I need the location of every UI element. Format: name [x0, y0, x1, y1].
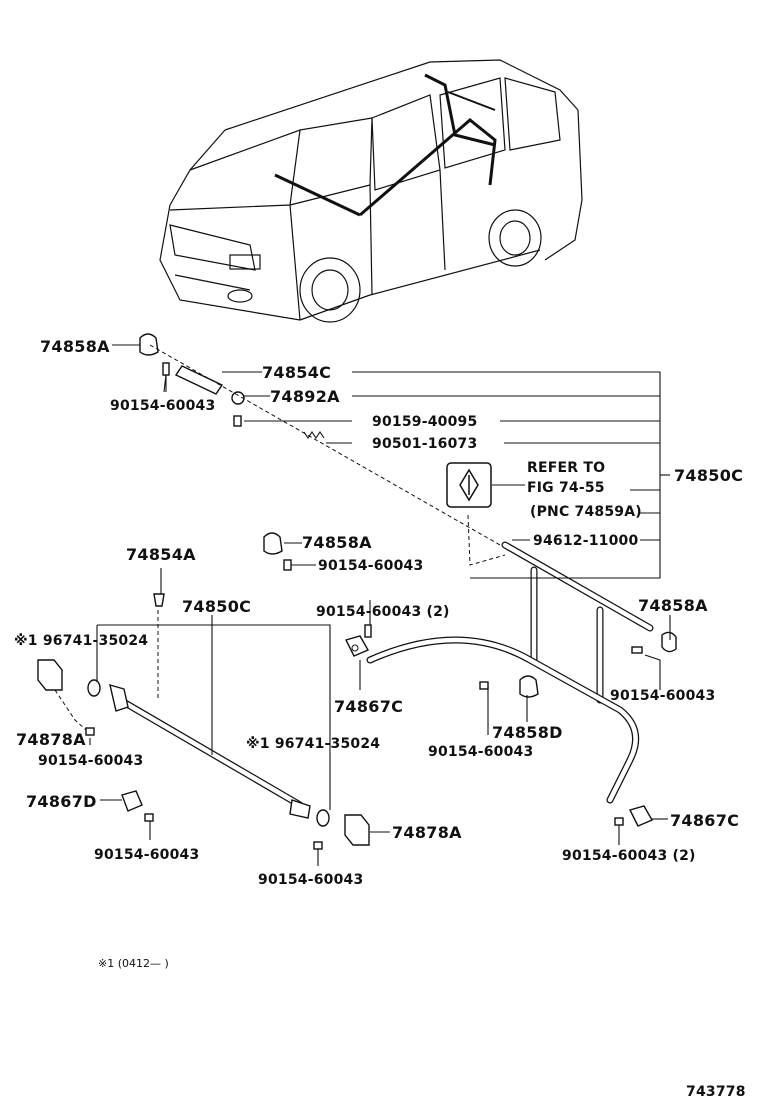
bracket-74867D: [121, 790, 143, 812]
pin-74854C: [174, 365, 224, 395]
label-90154-top: 90154-60043: [110, 398, 215, 414]
refer-icon-box: [446, 462, 492, 508]
refer-line1: REFER TO: [527, 460, 605, 476]
cap-74858A-top: [139, 333, 159, 356]
label-90154-mid: 90154-60043: [318, 558, 423, 574]
bar-end-left: [109, 684, 129, 712]
label-90501: 90501-16073: [372, 436, 477, 452]
label-94612: 94612-11000: [533, 533, 638, 549]
label-90154-lower-left: 90154-60043: [94, 847, 199, 863]
cover-74878A-left: [37, 659, 63, 691]
label-90154-left: 90154-60043: [38, 753, 143, 769]
label-96741-right: ※1 96741-35024: [246, 736, 380, 752]
ring-74892A: [231, 391, 245, 405]
label-74850C-left: 74850C: [182, 597, 251, 616]
clip-74854A: [153, 593, 165, 607]
label-96741-left: ※1 96741-35024: [14, 633, 148, 649]
refer-line3: (PNC 74859A): [530, 504, 642, 520]
label-74878A-left: 74878A: [16, 730, 86, 749]
cap-74858A-mid: [263, 532, 283, 555]
ring-96741-left: [87, 679, 101, 697]
label-74892A: 74892A: [270, 387, 340, 406]
label-74867C-bottom: 74867C: [670, 811, 739, 830]
label-74858A-top: 74858A: [40, 337, 110, 356]
label-74878A-right: 74878A: [392, 823, 462, 842]
label-74854A: 74854A: [126, 545, 196, 564]
label-90154-center: 90154-60043: [428, 744, 533, 760]
diagram-id: 743778: [686, 1084, 746, 1100]
label-74850C-right: 74850C: [674, 466, 743, 485]
bracket-74867C-bottom: [628, 805, 653, 827]
label-74867C-top: 74867C: [334, 697, 403, 716]
van-illustration: [159, 59, 583, 323]
spring-90501: [303, 431, 325, 439]
cap-74858D: [519, 675, 539, 698]
label-90154-2x-bottom: 90154-60043 (2): [562, 848, 696, 864]
leader-lines: [89, 344, 671, 866]
cap-74858A-right: [661, 631, 677, 653]
label-90159: 90159-40095: [372, 414, 477, 430]
label-90154-right: 90154-60043: [610, 688, 715, 704]
label-74867D: 74867D: [26, 792, 97, 811]
labels: 74858A 90154-60043 74854C 74892A 90159-4…: [14, 337, 746, 1100]
label-90154-bottom: 90154-60043: [258, 872, 363, 888]
label-90154-2x-top: 90154-60043 (2): [316, 604, 450, 620]
screw-90159: [233, 415, 242, 427]
label-74858A-mid: 74858A: [302, 533, 372, 552]
cover-74878A-right: [344, 814, 370, 846]
refer-line2: FIG 74-55: [527, 480, 605, 496]
grab-bar-left: [37, 593, 370, 850]
label-74858A-right: 74858A: [638, 596, 708, 615]
grab-bar-right: [344, 541, 677, 827]
ring-96741-right: [316, 809, 330, 827]
label-74854C: 74854C: [262, 363, 331, 382]
label-74858D: 74858D: [492, 723, 563, 742]
upper-parts: [139, 333, 506, 571]
screw-90154-mid: [283, 559, 292, 571]
footnote: ※1 (0412— ): [98, 957, 169, 970]
bar-end-right: [289, 799, 311, 819]
